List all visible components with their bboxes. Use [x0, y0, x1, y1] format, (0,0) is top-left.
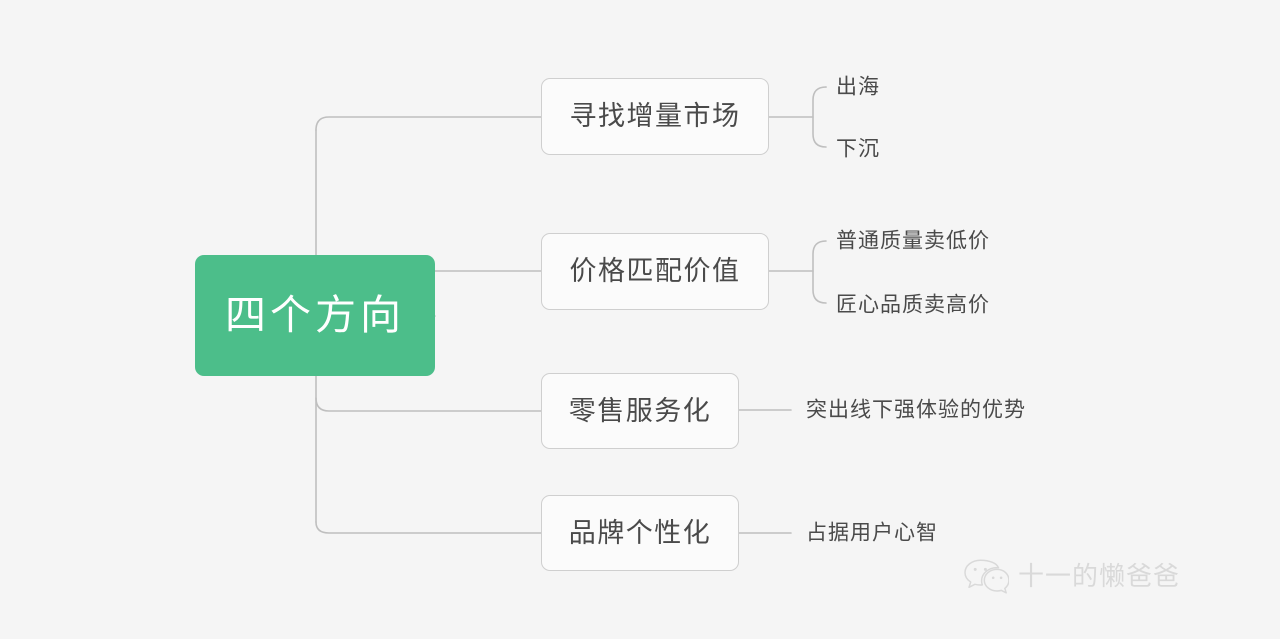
- connector-spine-to-branch-4: [315, 521, 542, 534]
- wechat-icon: [964, 559, 1009, 594]
- watermark-text: 十一的懒爸爸: [1018, 561, 1181, 591]
- branch-node-3-label: 零售服务化: [568, 395, 712, 426]
- branch-node-1-label: 寻找增量市场: [569, 101, 741, 131]
- leaf-node-3-1[interactable]: 突出线下强体验的优势: [806, 398, 1026, 422]
- connector-spine-to-branch-1: [315, 116, 542, 131]
- watermark: 十一的懒爸爸: [963, 558, 1180, 594]
- branch-node-1[interactable]: 寻找增量市场: [541, 78, 769, 155]
- root-node-label: 四个方向: [225, 292, 405, 338]
- branch-node-2-label: 价格匹配价值: [569, 256, 741, 286]
- leaf-node-4-1[interactable]: 占据用户心智: [806, 521, 938, 545]
- leaf-node-1-1[interactable]: 出海: [836, 75, 880, 99]
- branch-node-4[interactable]: 品牌个性化: [541, 495, 739, 571]
- branch-node-3[interactable]: 零售服务化: [541, 373, 739, 449]
- leaf-node-2-2[interactable]: 匠心品质卖高价: [836, 293, 990, 317]
- connector-branch-1-bracket: [812, 86, 827, 148]
- root-node[interactable]: 四个方向: [195, 255, 435, 376]
- branch-node-4-label: 品牌个性化: [568, 517, 712, 548]
- leaf-node-1-2[interactable]: 下沉: [836, 137, 880, 161]
- leaf-node-2-1[interactable]: 普通质量卖低价: [836, 229, 990, 253]
- connector-branch-2-bracket: [812, 240, 827, 304]
- branch-node-2[interactable]: 价格匹配价值: [541, 233, 769, 310]
- connector-spine-to-branch-3: [315, 397, 542, 412]
